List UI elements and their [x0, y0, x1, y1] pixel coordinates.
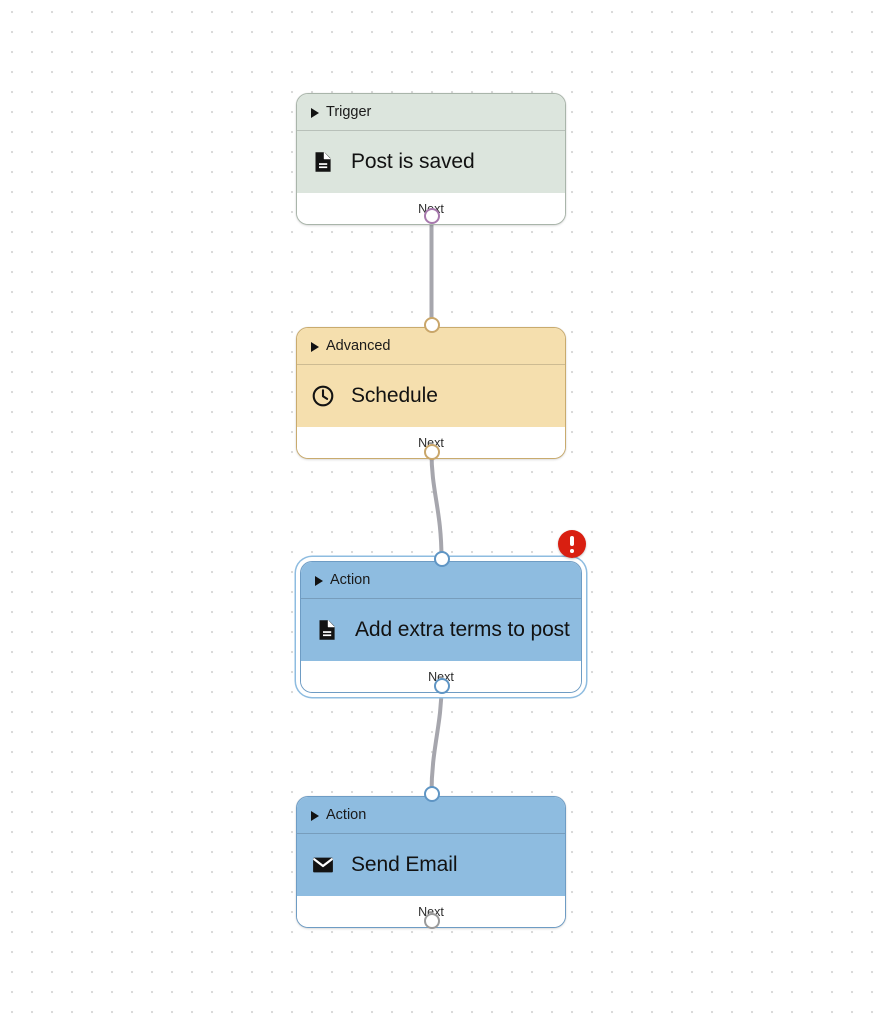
node-category-label: Action	[330, 572, 371, 588]
node-body: Send Email	[297, 834, 565, 896]
error-badge[interactable]	[558, 530, 586, 558]
handle-source-action-add-extra-terms[interactable]	[433, 678, 450, 694]
clock-icon	[312, 385, 334, 407]
handle-source-action-send-email[interactable]	[423, 913, 440, 929]
handle-source-advanced[interactable]	[423, 444, 440, 460]
node-action-add-extra-terms-to-post[interactable]: Action Add extra terms to post Next	[300, 561, 582, 693]
handle-source-trigger[interactable]	[423, 208, 440, 224]
node-category-label: Trigger	[326, 104, 372, 120]
node-body: Add extra terms to post	[301, 599, 581, 661]
document-icon	[319, 620, 335, 640]
node-advanced-schedule[interactable]: Advanced Schedule Next	[296, 327, 566, 459]
node-title: Schedule	[351, 384, 438, 407]
node-body: Post is saved	[297, 131, 565, 193]
edge-advanced-to-action1	[429, 450, 444, 561]
node-header[interactable]: Action	[301, 562, 581, 599]
node-body: Schedule	[297, 365, 565, 427]
edge-action1-to-action2	[429, 684, 444, 796]
node-trigger-post-is-saved[interactable]: Trigger Post is saved Next	[296, 93, 566, 225]
node-header[interactable]: Action	[297, 797, 565, 834]
chevron-right-icon[interactable]	[315, 575, 323, 586]
document-icon	[315, 152, 331, 172]
node-title: Add extra terms to post	[355, 618, 570, 641]
exclamation-dot	[570, 548, 574, 553]
exclamation-icon	[570, 536, 574, 546]
handle-target-advanced[interactable]	[423, 317, 440, 333]
node-category-label: Advanced	[326, 338, 391, 354]
node-title: Post is saved	[351, 150, 475, 173]
chevron-right-icon[interactable]	[311, 107, 319, 118]
node-action-send-email[interactable]: Action Send Email Next	[296, 796, 566, 928]
node-header[interactable]: Trigger	[297, 94, 565, 131]
node-header[interactable]: Advanced	[297, 328, 565, 365]
handle-target-action-send-email[interactable]	[423, 786, 440, 802]
node-category-label: Action	[326, 807, 367, 823]
node-title: Send Email	[351, 853, 458, 876]
handle-target-action-add-extra-terms[interactable]	[433, 551, 450, 567]
chevron-right-icon[interactable]	[311, 810, 319, 821]
envelope-icon	[313, 857, 333, 873]
chevron-right-icon[interactable]	[311, 341, 319, 352]
